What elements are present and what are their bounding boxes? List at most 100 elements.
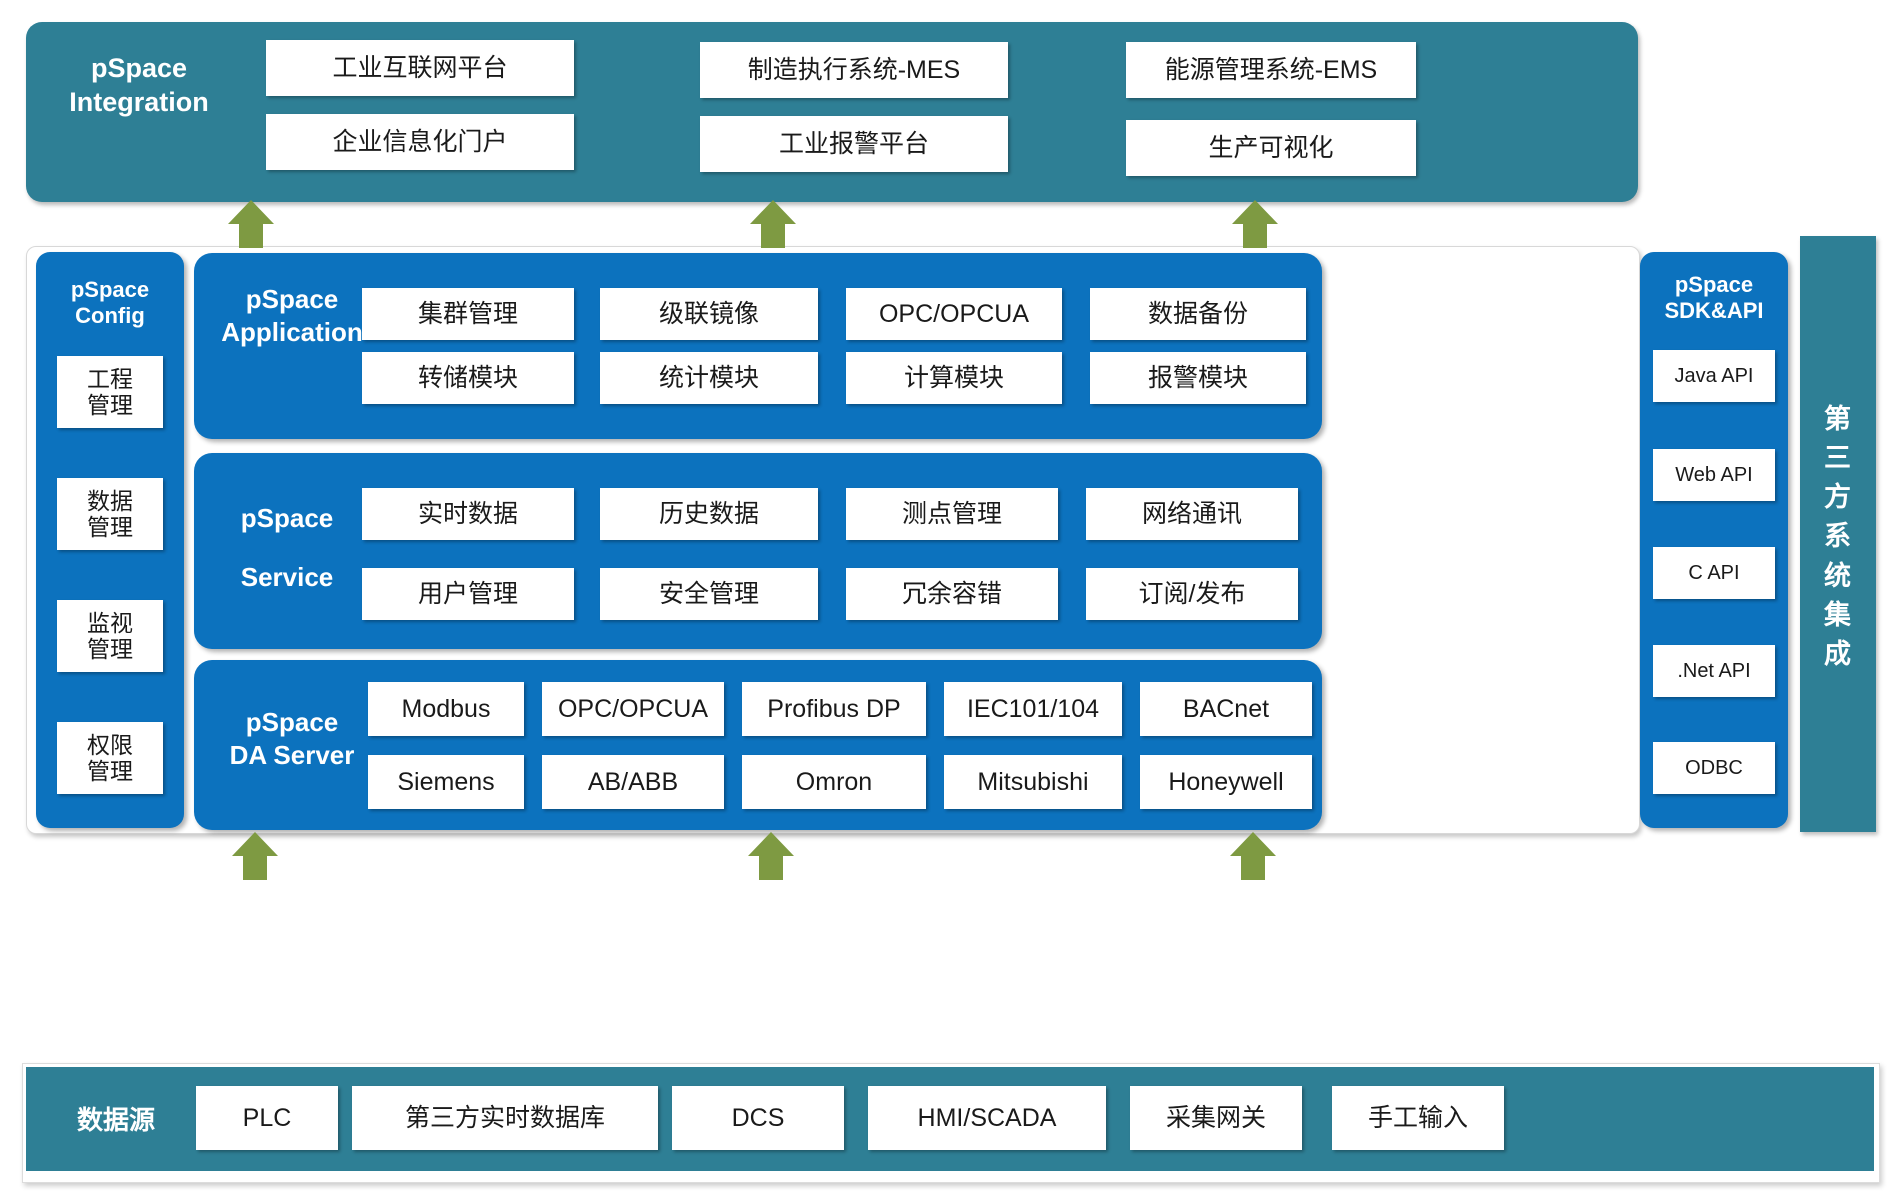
config-item[interactable]: 工程管理: [57, 356, 163, 428]
data-source-item[interactable]: HMI/SCADA: [868, 1086, 1106, 1150]
service-item[interactable]: 订阅/发布: [1086, 568, 1298, 620]
integration-item[interactable]: 制造执行系统-MES: [700, 42, 1008, 98]
da-server-title-line2: DA Server: [229, 739, 355, 770]
data-source-item[interactable]: PLC: [196, 1086, 338, 1150]
arrow-head-icon: [228, 200, 274, 224]
config-title-line2: Config: [75, 303, 145, 329]
arrow-shaft: [761, 222, 785, 248]
service-title-line2: Service: [240, 561, 334, 592]
config-item-label-line1: 工程: [87, 365, 133, 392]
integration-item[interactable]: 能源管理系统-EMS: [1126, 42, 1416, 98]
application-layer-panel: [194, 253, 1322, 439]
da-server-item[interactable]: Siemens: [368, 755, 524, 809]
da-server-item[interactable]: BACnet: [1140, 682, 1312, 736]
sdk-api-sidebar-title: pSpace SDK&API: [1640, 272, 1788, 325]
arrow-shaft: [239, 222, 263, 248]
integration-item[interactable]: 生产可视化: [1126, 120, 1416, 176]
config-item-label-line1: 数据: [87, 487, 133, 514]
da-server-item[interactable]: Mitsubishi: [944, 755, 1122, 809]
service-title-line1: pSpace: [240, 503, 334, 533]
sdk-api-item[interactable]: .Net API: [1653, 645, 1775, 697]
application-title-line2: Application: [221, 316, 363, 347]
sdk-api-item[interactable]: Java API: [1653, 350, 1775, 402]
da-server-item[interactable]: AB/ABB: [542, 755, 724, 809]
sdk-api-item[interactable]: C API: [1653, 547, 1775, 599]
data-source-title: 数据源: [76, 1105, 155, 1135]
data-source-item[interactable]: 手工输入: [1332, 1086, 1504, 1150]
application-title-line1: pSpace: [245, 284, 339, 314]
service-item[interactable]: 安全管理: [600, 568, 818, 620]
sdk-api-item[interactable]: Web API: [1653, 449, 1775, 501]
arrow-head-icon: [1230, 832, 1276, 856]
da-server-layer-title: pSpace DA Server: [208, 706, 376, 771]
arrow-up-from-datasource-icon: [1230, 832, 1276, 880]
third-party-label-char: 三: [1824, 443, 1852, 474]
integration-layer-title: pSpace Integration: [26, 52, 252, 120]
third-party-integration-label: 第三方系统集成: [1800, 400, 1876, 674]
arrow-head-icon: [748, 832, 794, 856]
da-server-item[interactable]: Modbus: [368, 682, 524, 736]
arrow-shaft: [243, 854, 267, 880]
service-item[interactable]: 冗余容错: [846, 568, 1058, 620]
arrow-up-from-datasource-icon: [748, 832, 794, 880]
config-item-label-line2: 管理: [87, 636, 133, 662]
application-item[interactable]: 报警模块: [1090, 352, 1306, 404]
data-source-item[interactable]: DCS: [672, 1086, 844, 1150]
config-item-label-line1: 监视: [87, 609, 133, 636]
integration-item[interactable]: 企业信息化门户: [266, 114, 574, 170]
sdk-title-line1: pSpace: [1674, 272, 1754, 297]
integration-item[interactable]: 工业互联网平台: [266, 40, 574, 96]
config-item[interactable]: 数据管理: [57, 478, 163, 550]
service-item[interactable]: 用户管理: [362, 568, 574, 620]
third-party-integration-bar: [1800, 236, 1876, 832]
service-item[interactable]: 历史数据: [600, 488, 818, 540]
third-party-label-char: 统: [1824, 560, 1852, 591]
config-item[interactable]: 权限管理: [57, 722, 163, 794]
service-item[interactable]: 实时数据: [362, 488, 574, 540]
application-item[interactable]: 集群管理: [362, 288, 574, 340]
config-item-label-line2: 管理: [87, 514, 133, 540]
da-server-item[interactable]: IEC101/104: [944, 682, 1122, 736]
application-item[interactable]: OPC/OPCUA: [846, 288, 1062, 340]
config-title-line1: pSpace: [70, 277, 150, 302]
arrow-up-from-datasource-icon: [232, 832, 278, 880]
application-item[interactable]: 级联镜像: [600, 288, 818, 340]
da-server-item[interactable]: Omron: [742, 755, 926, 809]
service-layer-title: pSpace Service: [212, 502, 362, 593]
da-server-title-line1: pSpace: [245, 707, 339, 737]
service-item[interactable]: 测点管理: [846, 488, 1058, 540]
da-server-item[interactable]: Honeywell: [1140, 755, 1312, 809]
config-item-label-line1: 权限: [87, 731, 133, 758]
third-party-label-char: 集: [1824, 599, 1852, 630]
data-source-item[interactable]: 采集网关: [1130, 1086, 1302, 1150]
application-item[interactable]: 统计模块: [600, 352, 818, 404]
integration-item[interactable]: 工业报警平台: [700, 116, 1008, 172]
da-server-item[interactable]: OPC/OPCUA: [542, 682, 724, 736]
config-item-label-line2: 管理: [87, 392, 133, 418]
arrow-shaft: [1243, 222, 1267, 248]
third-party-label-char: 成: [1824, 638, 1852, 669]
application-item[interactable]: 转储模块: [362, 352, 574, 404]
application-layer-title: pSpace Application: [212, 283, 372, 348]
integration-title-line2: Integration: [69, 86, 209, 117]
arrow-up-to-integration-icon: [1232, 200, 1278, 248]
service-item[interactable]: 网络通讯: [1086, 488, 1298, 540]
data-source-item[interactable]: 第三方实时数据库: [352, 1086, 658, 1150]
application-item[interactable]: 数据备份: [1090, 288, 1306, 340]
integration-title-line1: pSpace: [90, 53, 188, 83]
config-item[interactable]: 监视管理: [57, 600, 163, 672]
arrow-head-icon: [750, 200, 796, 224]
arrow-shaft: [1241, 854, 1265, 880]
arrow-shaft: [759, 854, 783, 880]
third-party-label-char: 方: [1824, 482, 1852, 513]
application-item[interactable]: 计算模块: [846, 352, 1062, 404]
sdk-api-item[interactable]: ODBC: [1653, 742, 1775, 794]
config-sidebar-title: pSpace Config: [36, 277, 184, 330]
third-party-label-char: 第: [1824, 404, 1852, 434]
da-server-item[interactable]: Profibus DP: [742, 682, 926, 736]
arrow-head-icon: [1232, 200, 1278, 224]
arrow-head-icon: [232, 832, 278, 856]
config-item-label-line2: 管理: [87, 758, 133, 784]
sdk-title-line2: SDK&API: [1664, 298, 1764, 324]
